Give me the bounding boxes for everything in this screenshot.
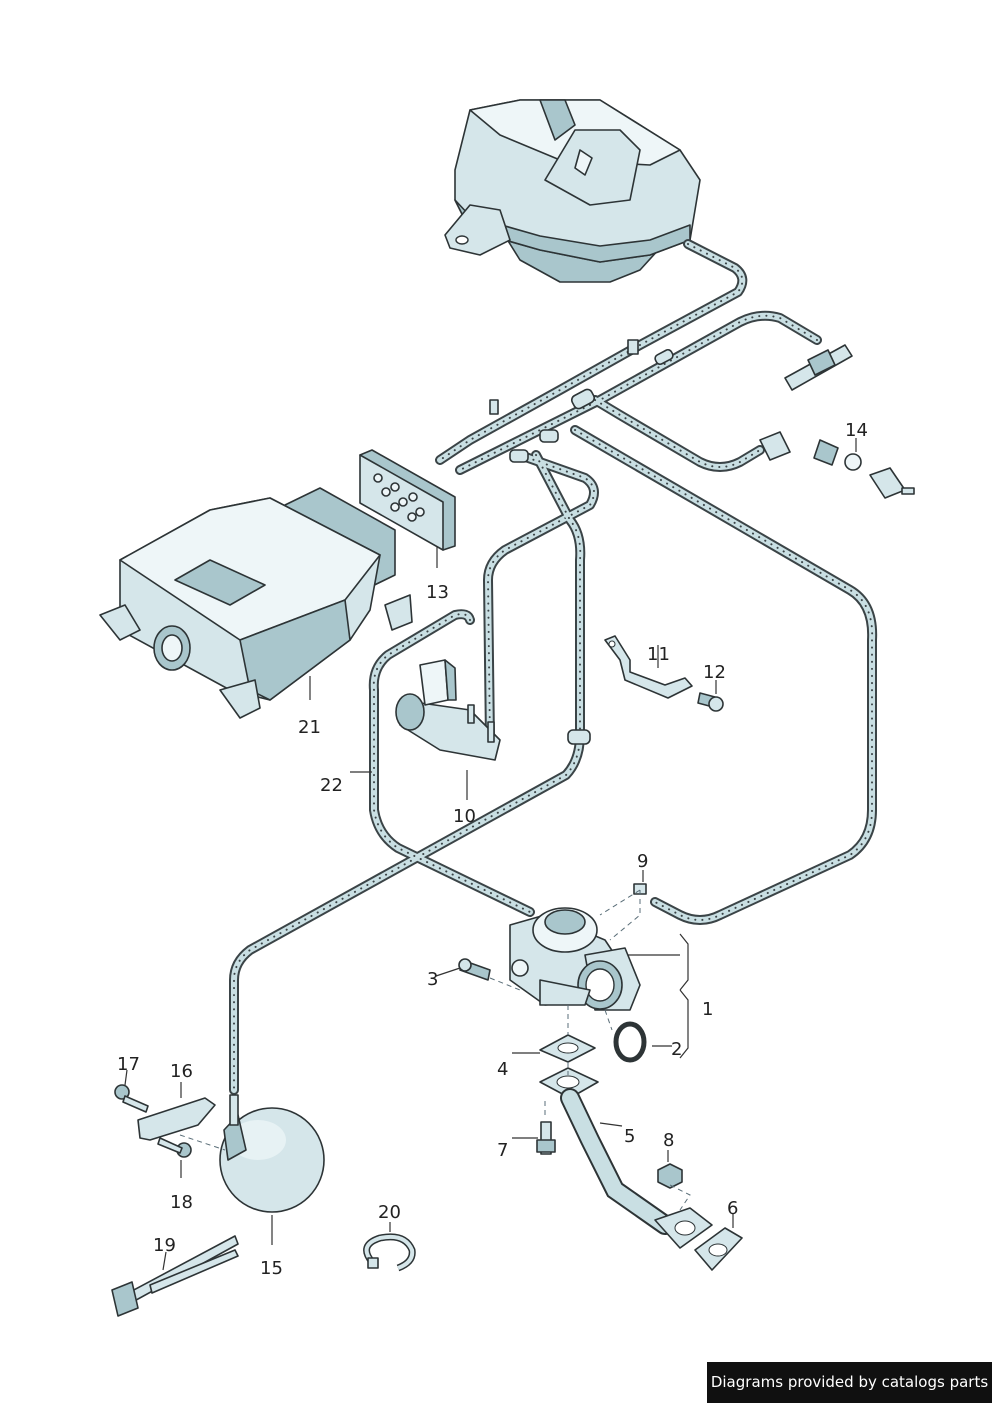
callout-22: 22 — [320, 775, 343, 796]
bracket-11 — [604, 635, 693, 699]
callout-21: 21 — [298, 717, 321, 738]
o-ring-2 — [613, 1021, 647, 1063]
leader-lines — [124, 438, 857, 1271]
callout-labels: 1 2 3 4 5 6 7 8 9 10 11 12 13 14 15 16 1… — [117, 420, 868, 1279]
bolt-3 — [458, 958, 491, 981]
callout-1: 1 — [702, 999, 713, 1020]
callout-10: 10 — [453, 806, 476, 827]
callout-13: 13 — [426, 582, 449, 603]
vacuum-actuator-15 — [219, 1094, 325, 1213]
callout-8: 8 — [663, 1130, 674, 1151]
t-connector — [784, 344, 853, 391]
bolt-18 — [157, 1137, 192, 1158]
bolt-12 — [697, 692, 724, 712]
vacuum-hose-network — [229, 239, 878, 1095]
callout-17: 17 — [117, 1054, 140, 1075]
callout-18: 18 — [170, 1192, 193, 1213]
callout-6: 6 — [727, 1198, 738, 1219]
callout-5: 5 — [624, 1126, 635, 1147]
solenoid-valve-10 — [395, 659, 501, 761]
bolt-17 — [114, 1084, 149, 1113]
exhaust-pipe-5 — [539, 1067, 713, 1249]
callout-9: 9 — [637, 851, 648, 872]
gasket-4 — [539, 1034, 596, 1063]
bracket-16 — [137, 1097, 216, 1141]
callout-16: 16 — [170, 1061, 193, 1082]
watermark-banner: Diagrams provided by catalogs parts — [707, 1362, 992, 1403]
bolt-7 — [536, 1121, 556, 1155]
assembly-guides — [179, 889, 691, 1211]
callout-3: 3 — [427, 969, 438, 990]
callout-19: 19 — [153, 1235, 176, 1256]
fitting-14 — [759, 431, 915, 499]
control-unit-21 — [99, 487, 413, 719]
callout-11: 11 — [647, 644, 670, 665]
nut-8 — [657, 1163, 683, 1189]
callout-4: 4 — [497, 1059, 508, 1080]
cable-tie-19 — [111, 1235, 239, 1317]
callout-14: 14 — [845, 420, 868, 441]
multi-pin-connector-13 — [359, 449, 456, 551]
hose-clamp-20 — [363, 1233, 416, 1272]
callout-12: 12 — [703, 662, 726, 683]
callout-15: 15 — [260, 1258, 283, 1279]
egr-valve-1 — [509, 907, 641, 1011]
callout-20: 20 — [378, 1202, 401, 1223]
callout-7: 7 — [497, 1140, 508, 1161]
hose-clips — [489, 339, 674, 745]
gasket-6 — [694, 1227, 743, 1271]
callout-2: 2 — [671, 1039, 682, 1060]
air-filter-housing — [444, 99, 701, 283]
